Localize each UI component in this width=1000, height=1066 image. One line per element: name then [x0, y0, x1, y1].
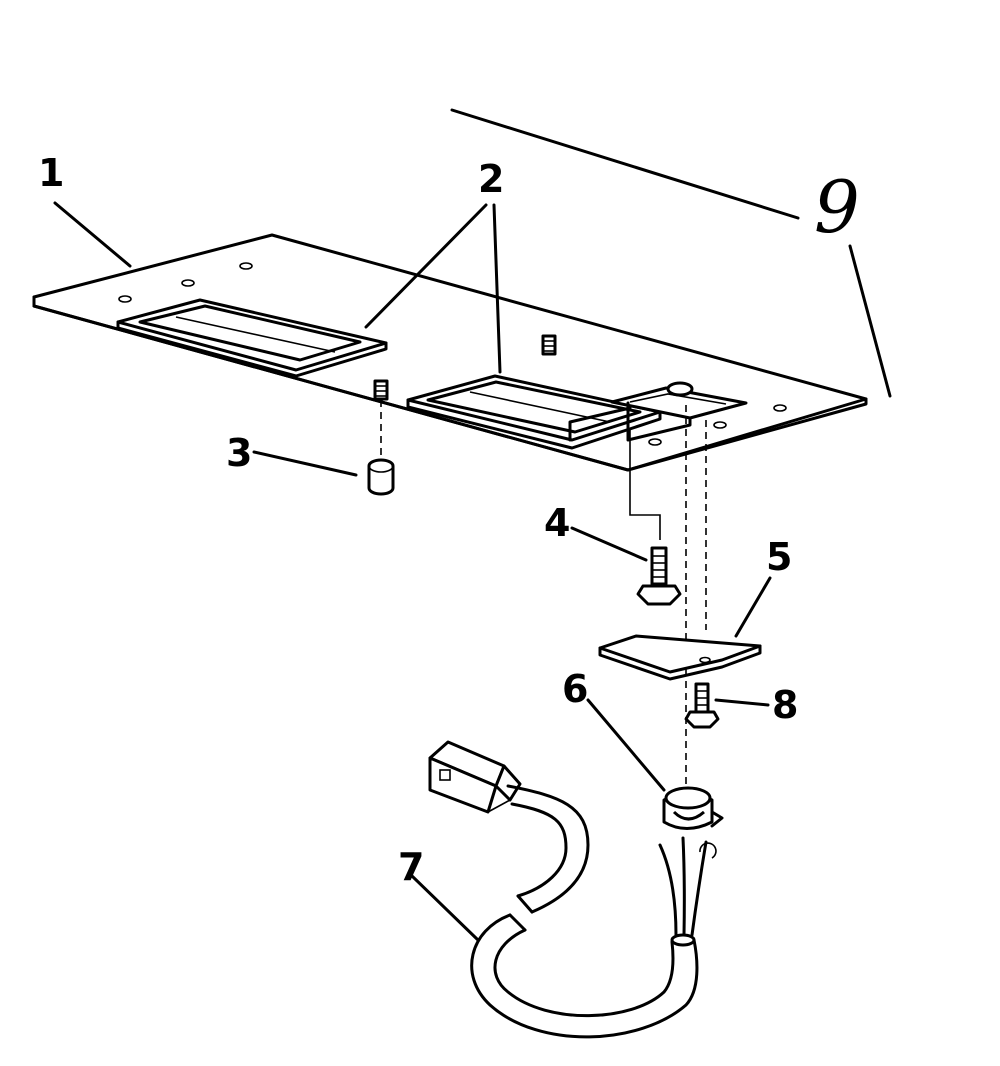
leader-8 [714, 698, 770, 707]
callout-9: 9 [814, 165, 860, 249]
switch-wires [658, 836, 717, 937]
plate-top-screw [541, 334, 557, 356]
callout-7: 7 [398, 845, 424, 889]
callout-9-lines [450, 108, 892, 398]
bezel-left [116, 298, 388, 378]
screw-4 [636, 546, 682, 606]
leader-2a [364, 203, 488, 329]
callout-4: 4 [544, 501, 570, 545]
leader-4 [570, 526, 648, 562]
leader-6 [586, 698, 666, 792]
screw-4-guide [629, 430, 661, 540]
callout-6: 6 [562, 667, 588, 711]
bracket [598, 634, 762, 681]
callout-8: 8 [772, 683, 798, 727]
power-cord [428, 740, 699, 1039]
leader-2b [492, 203, 502, 374]
callout-2: 2 [478, 157, 504, 201]
spacer [367, 458, 395, 496]
leader-3 [252, 450, 358, 477]
callout-3: 3 [226, 431, 252, 475]
base-plate [32, 233, 868, 472]
switch-grommet [662, 786, 724, 830]
leader-7 [410, 874, 480, 942]
bezel-center [406, 374, 662, 450]
callout-1: 1 [38, 151, 64, 195]
switch-bracket-opening [610, 381, 748, 442]
screw-8 [684, 682, 720, 729]
set-screw [373, 379, 389, 401]
callout-5: 5 [766, 535, 792, 579]
leader-1 [53, 201, 132, 268]
leader-5 [734, 576, 772, 638]
